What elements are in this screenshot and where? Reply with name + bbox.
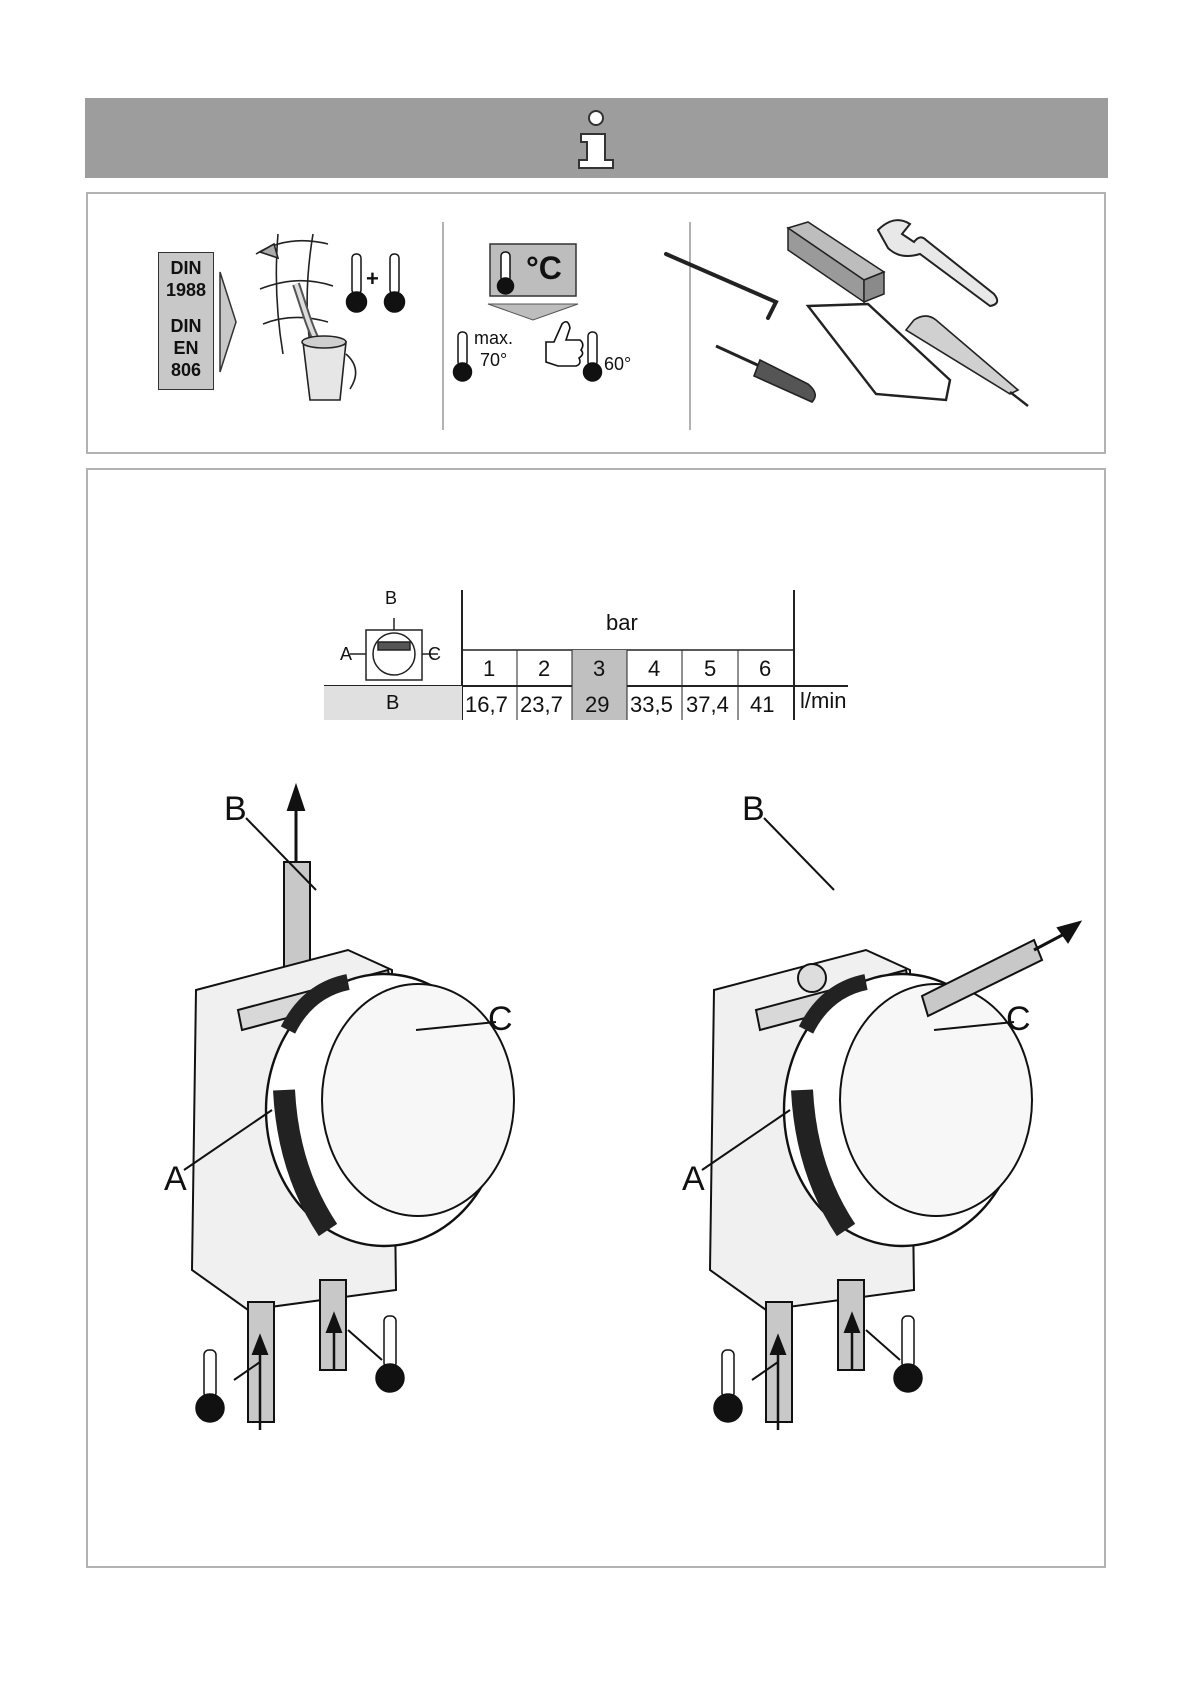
pressure-2: 2 (538, 656, 550, 682)
pressure-3: 3 (593, 656, 605, 682)
thermometer-icon (584, 332, 602, 381)
left-label-a: A (164, 1160, 187, 1199)
left-label-b: B (224, 790, 247, 829)
flow-panel: B A C bar 1 2 3 4 5 6 B 16,7 23,7 29 33,… (86, 468, 1106, 1568)
allen-key-icon (666, 254, 776, 318)
pressure-4: 4 (648, 656, 660, 682)
thermometer-icon (376, 1316, 404, 1392)
flow-value-2: 23,7 (520, 692, 563, 718)
flow-unit: l/min (800, 688, 846, 714)
valve-icon-label-top: B (385, 588, 397, 609)
thermometer-icon (714, 1350, 742, 1422)
requirements-panel: DIN 1988 DIN EN 806 + °C max. 70° 60° (86, 192, 1106, 454)
thermometer-icon (385, 254, 405, 312)
recommended-temp-value: 60° (604, 354, 631, 375)
info-icon (85, 98, 1108, 178)
left-label-c: C (488, 1000, 513, 1039)
flow-value-3: 29 (585, 692, 609, 718)
flow-value-5: 37,4 (686, 692, 729, 718)
screwdriver-icon (716, 346, 815, 402)
right-label-a: A (682, 1160, 705, 1199)
wrench-icon (878, 220, 997, 306)
valve-diagram-left (184, 786, 514, 1430)
thermometer-icon (196, 1350, 224, 1422)
right-label-c: C (1006, 1000, 1031, 1039)
pencil-icon (906, 316, 1028, 406)
arrow-down-icon (488, 304, 578, 320)
thermometer-icon (454, 332, 472, 381)
pressure-unit-header: bar (606, 610, 638, 636)
pressure-5: 5 (704, 656, 716, 682)
celsius-label: °C (526, 250, 562, 287)
plus-sign: + (366, 266, 379, 292)
max-temp-value: 70° (480, 350, 507, 371)
flow-value-4: 33,5 (630, 692, 673, 718)
valve-icon-label-right: C (428, 644, 441, 665)
valve-icon (350, 618, 438, 680)
flow-value-6: 41 (750, 692, 774, 718)
valve-diagram-right (702, 818, 1080, 1430)
arrow-right-icon (220, 272, 236, 372)
info-banner (85, 98, 1108, 178)
thermometer-icon (347, 254, 367, 312)
din-standards-label: DIN 1988 DIN EN 806 (158, 252, 214, 390)
right-label-b: B (742, 790, 765, 829)
pressure-1: 1 (483, 656, 495, 682)
pressure-6: 6 (759, 656, 771, 682)
max-label: max. (474, 328, 513, 349)
outlet-label: B (386, 692, 399, 715)
flow-value-1: 16,7 (465, 692, 508, 718)
valve-icon-label-left: A (340, 644, 352, 665)
flush-pipe-illustration (256, 234, 356, 400)
spirit-level-icon (788, 222, 884, 302)
thumbs-up-icon (546, 322, 583, 366)
thermometer-icon (894, 1316, 922, 1392)
